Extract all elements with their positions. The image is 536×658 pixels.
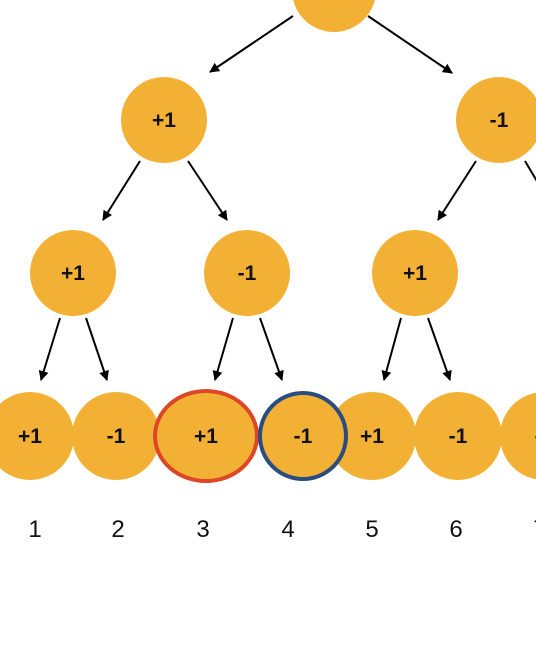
leaf-index-2: 2 bbox=[111, 516, 124, 543]
leaf-node-2-circle bbox=[72, 392, 160, 480]
leaf-index-1: 1 bbox=[28, 516, 41, 543]
edge-root-to-l1-1 bbox=[367, 15, 453, 74]
leaf-index-6: 6 bbox=[449, 516, 462, 543]
edge-root-to-l1-0 bbox=[209, 15, 294, 73]
leaf-indices: 1 2 3 4 5 6 7 bbox=[28, 516, 536, 543]
leaf-index-5: 5 bbox=[365, 516, 378, 543]
leaf-node-4-label: -1 bbox=[294, 425, 313, 448]
leaf-node-7-label: -1 bbox=[535, 425, 536, 448]
leaf-node-3: +1 bbox=[153, 389, 259, 483]
tree-node-root bbox=[293, 0, 375, 32]
tree-node-level1-1-circle bbox=[456, 77, 536, 163]
tree-node-level2-1: -1 bbox=[204, 230, 290, 316]
edge-l1-0-to-l2-0 bbox=[102, 160, 141, 221]
leaf-node-5: +1 bbox=[328, 392, 416, 480]
tree-node-level1-1: -1 bbox=[456, 77, 536, 163]
tree-node-level2-2: +1 bbox=[372, 230, 458, 316]
nodes: +1 -1 +1 -1 +1 +1 -1 +1 -1 -1 +1 -1 bbox=[0, 0, 536, 483]
edge-l1-1-to-l2-2 bbox=[437, 160, 477, 221]
tree-node-level1-0-circle bbox=[121, 77, 207, 163]
leaf-node-4: -1 bbox=[258, 391, 348, 481]
leaf-node-5-circle bbox=[328, 392, 416, 480]
leaf-index-4: 4 bbox=[281, 516, 294, 543]
tree-node-level1-1-label: -1 bbox=[490, 109, 509, 132]
leaf-node-5-label: +1 bbox=[360, 425, 384, 448]
edge-l2-0-to-leaf-2 bbox=[85, 317, 109, 381]
edges bbox=[38, 15, 536, 381]
leaf-node-3-label: +1 bbox=[194, 425, 218, 448]
leaf-node-3-circle bbox=[153, 389, 259, 483]
tree-node-root-circle bbox=[293, 0, 375, 32]
leaf-node-4-circle bbox=[258, 391, 348, 481]
leaf-index-3: 3 bbox=[196, 516, 209, 543]
leaf-node-6: -1 bbox=[414, 392, 502, 480]
tree-node-level2-2-circle bbox=[372, 230, 458, 316]
leaf-node-1: +1 bbox=[0, 392, 74, 480]
tree-node-level2-0-label: +1 bbox=[61, 262, 85, 285]
tree-node-level2-1-label: -1 bbox=[238, 262, 257, 285]
leaf-index-7: 7 bbox=[533, 516, 536, 543]
tree-node-level2-2-label: +1 bbox=[403, 262, 427, 285]
edge-l2-2-to-leaf-6 bbox=[427, 317, 452, 381]
leaf-node-6-circle bbox=[414, 392, 502, 480]
edge-l1-1-to-l2-3 bbox=[524, 160, 536, 182]
tree-node-level1-0: +1 bbox=[121, 77, 207, 163]
leaf-node-7-circle bbox=[500, 392, 536, 480]
leaf-node-1-circle bbox=[0, 392, 74, 480]
tree-node-level2-1-circle bbox=[204, 230, 290, 316]
tree-node-level2-0-circle bbox=[30, 230, 116, 316]
leaf-node-6-label: -1 bbox=[449, 425, 468, 448]
leaf-node-1-label: +1 bbox=[18, 425, 42, 448]
tree-node-level2-0: +1 bbox=[30, 230, 116, 316]
edge-l1-0-to-l2-1 bbox=[187, 160, 228, 221]
edge-l2-1-to-leaf-4 bbox=[259, 317, 284, 381]
edge-l2-1-to-leaf-3 bbox=[212, 317, 234, 381]
tree-node-level1-0-label: +1 bbox=[152, 109, 176, 132]
edge-l2-2-to-leaf-5 bbox=[381, 317, 402, 381]
leaf-node-2-label: -1 bbox=[107, 425, 126, 448]
leaf-node-7: -1 bbox=[500, 392, 536, 480]
leaf-node-2: -1 bbox=[72, 392, 160, 480]
edge-l2-0-to-leaf-1 bbox=[38, 317, 61, 381]
